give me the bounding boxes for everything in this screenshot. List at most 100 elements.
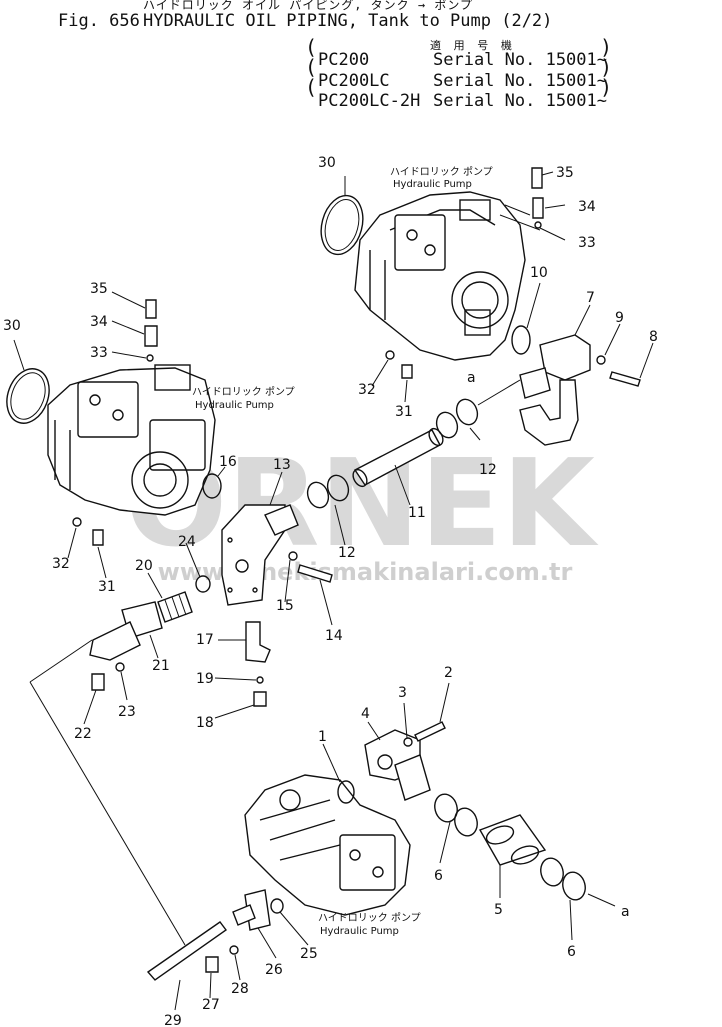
callout-label: 1: [318, 729, 327, 745]
callout-label: 34: [578, 199, 596, 215]
hose-and-clamps-upper: [306, 379, 521, 509]
o-ring: [6, 368, 50, 424]
watermark-url: www.ornekismakinalari.com.tr: [158, 558, 573, 586]
callout-label: 12: [338, 545, 356, 561]
callout-label: 10: [530, 265, 548, 281]
pump-label-jp: ハイドロリック ポンプ: [318, 912, 421, 924]
bolt: [414, 721, 446, 742]
callout-label: 33: [90, 345, 108, 361]
callout-label: 30: [318, 155, 336, 171]
callout-label: 21: [152, 658, 170, 674]
bracket-left-top: (: [305, 35, 318, 59]
pump-label-en: Hydraulic Pump: [393, 179, 472, 190]
washer: [596, 355, 606, 365]
o-ring: [202, 473, 222, 499]
fitting: [232, 904, 256, 926]
bolt: [92, 529, 104, 546]
serial-range: Serial No. 15001~: [433, 91, 607, 111]
pump-label-en: Hydraulic Pump: [320, 926, 399, 937]
bolt: [401, 364, 413, 379]
o-ring: [195, 575, 211, 593]
o-ring: [511, 325, 531, 355]
callout-label: 26: [265, 962, 283, 978]
callout-label: 25: [300, 946, 318, 962]
hydraulic-pump-top-right: [354, 191, 541, 361]
callout-label: 32: [358, 382, 376, 398]
washer: [115, 662, 125, 672]
model-name: PC200LC: [318, 71, 390, 91]
bolt: [205, 956, 219, 973]
washer: [403, 737, 413, 747]
serial-range: Serial No. 15001~: [433, 71, 607, 91]
callout-label: 20: [135, 558, 153, 574]
callout-numbers: 30 35 34 33 10 7 9 8 32 31 a 12 11 35 34…: [3, 155, 658, 1027]
bracket-left-bottom: (: [305, 75, 318, 99]
pump-label-jp: ハイドロリック ポンプ: [192, 386, 295, 398]
callout-label: 3: [398, 685, 407, 701]
bracket-left-mid: (: [305, 55, 318, 79]
figure-number: Fig. 656: [58, 11, 140, 31]
callout-label: 13: [273, 457, 291, 473]
callout-label: 12: [479, 462, 497, 478]
callout-label: 5: [494, 902, 503, 918]
pipe: [146, 921, 227, 981]
callout-label: 4: [361, 706, 370, 722]
callout-label: 16: [219, 454, 237, 470]
hose-and-clamps-lower: [434, 793, 616, 907]
applicability-label: 適 用 号 機: [430, 39, 515, 52]
washer: [288, 551, 298, 561]
callout-label: 9: [615, 310, 624, 326]
elbow-7: [519, 334, 591, 446]
bracket-right-bottom: ): [600, 75, 613, 99]
hydraulic-pump-bottom: [244, 774, 411, 916]
callout-label: 24: [178, 534, 196, 550]
callout-label: 23: [118, 704, 136, 720]
callout-label: 6: [567, 944, 576, 960]
serial-range: Serial No. 15001~: [433, 50, 607, 70]
callout-label: 30: [3, 318, 21, 334]
plug-assembly-left: [144, 299, 158, 362]
callout-label: 17: [196, 632, 214, 648]
callout-label: 32: [52, 556, 70, 572]
plug-assembly-top: [531, 167, 544, 229]
model-name: PC200: [318, 50, 370, 70]
callout-label: 31: [395, 404, 413, 420]
callout-label: 8: [649, 329, 658, 345]
pump-label-en: Hydraulic Pump: [195, 400, 274, 411]
callout-label: 11: [408, 505, 426, 521]
block-13: [221, 504, 299, 606]
callout-label: a: [467, 370, 476, 386]
bolt: [609, 371, 641, 387]
callout-label: 6: [434, 868, 443, 884]
callout-label: 33: [578, 235, 596, 251]
callout-label: 19: [196, 671, 214, 687]
callout-label: 29: [164, 1013, 182, 1027]
figure-title: HYDRAULIC OIL PIPING, Tank to Pump (2/2): [143, 11, 553, 31]
washer: [385, 350, 395, 360]
strainer-20: [157, 591, 193, 623]
callout-label: 22: [74, 726, 92, 742]
callout-label: 35: [90, 281, 108, 297]
bracket-right-mid: ): [600, 55, 613, 79]
bolt: [297, 564, 333, 583]
callout-label: 7: [586, 290, 595, 306]
callout-label: 28: [231, 981, 249, 997]
leader-lines: [13, 171, 654, 1011]
callout-label: 34: [90, 314, 108, 330]
washer: [72, 517, 82, 527]
callout-label: a: [621, 904, 630, 920]
bolt: [91, 673, 105, 691]
o-ring: [337, 780, 355, 804]
callout-label: 35: [556, 165, 574, 181]
block-4: [364, 729, 431, 801]
callout-label: 18: [196, 715, 214, 731]
callout-label: 2: [444, 665, 453, 681]
fitting-17: [245, 621, 271, 707]
bracket-right-top: ): [600, 35, 613, 59]
japanese-title: ハイドロリック オイル パイピング, タンク → ポンプ: [143, 0, 473, 12]
callout-label: 27: [202, 997, 220, 1013]
callout-label: 14: [325, 628, 343, 644]
o-ring: [270, 898, 284, 914]
